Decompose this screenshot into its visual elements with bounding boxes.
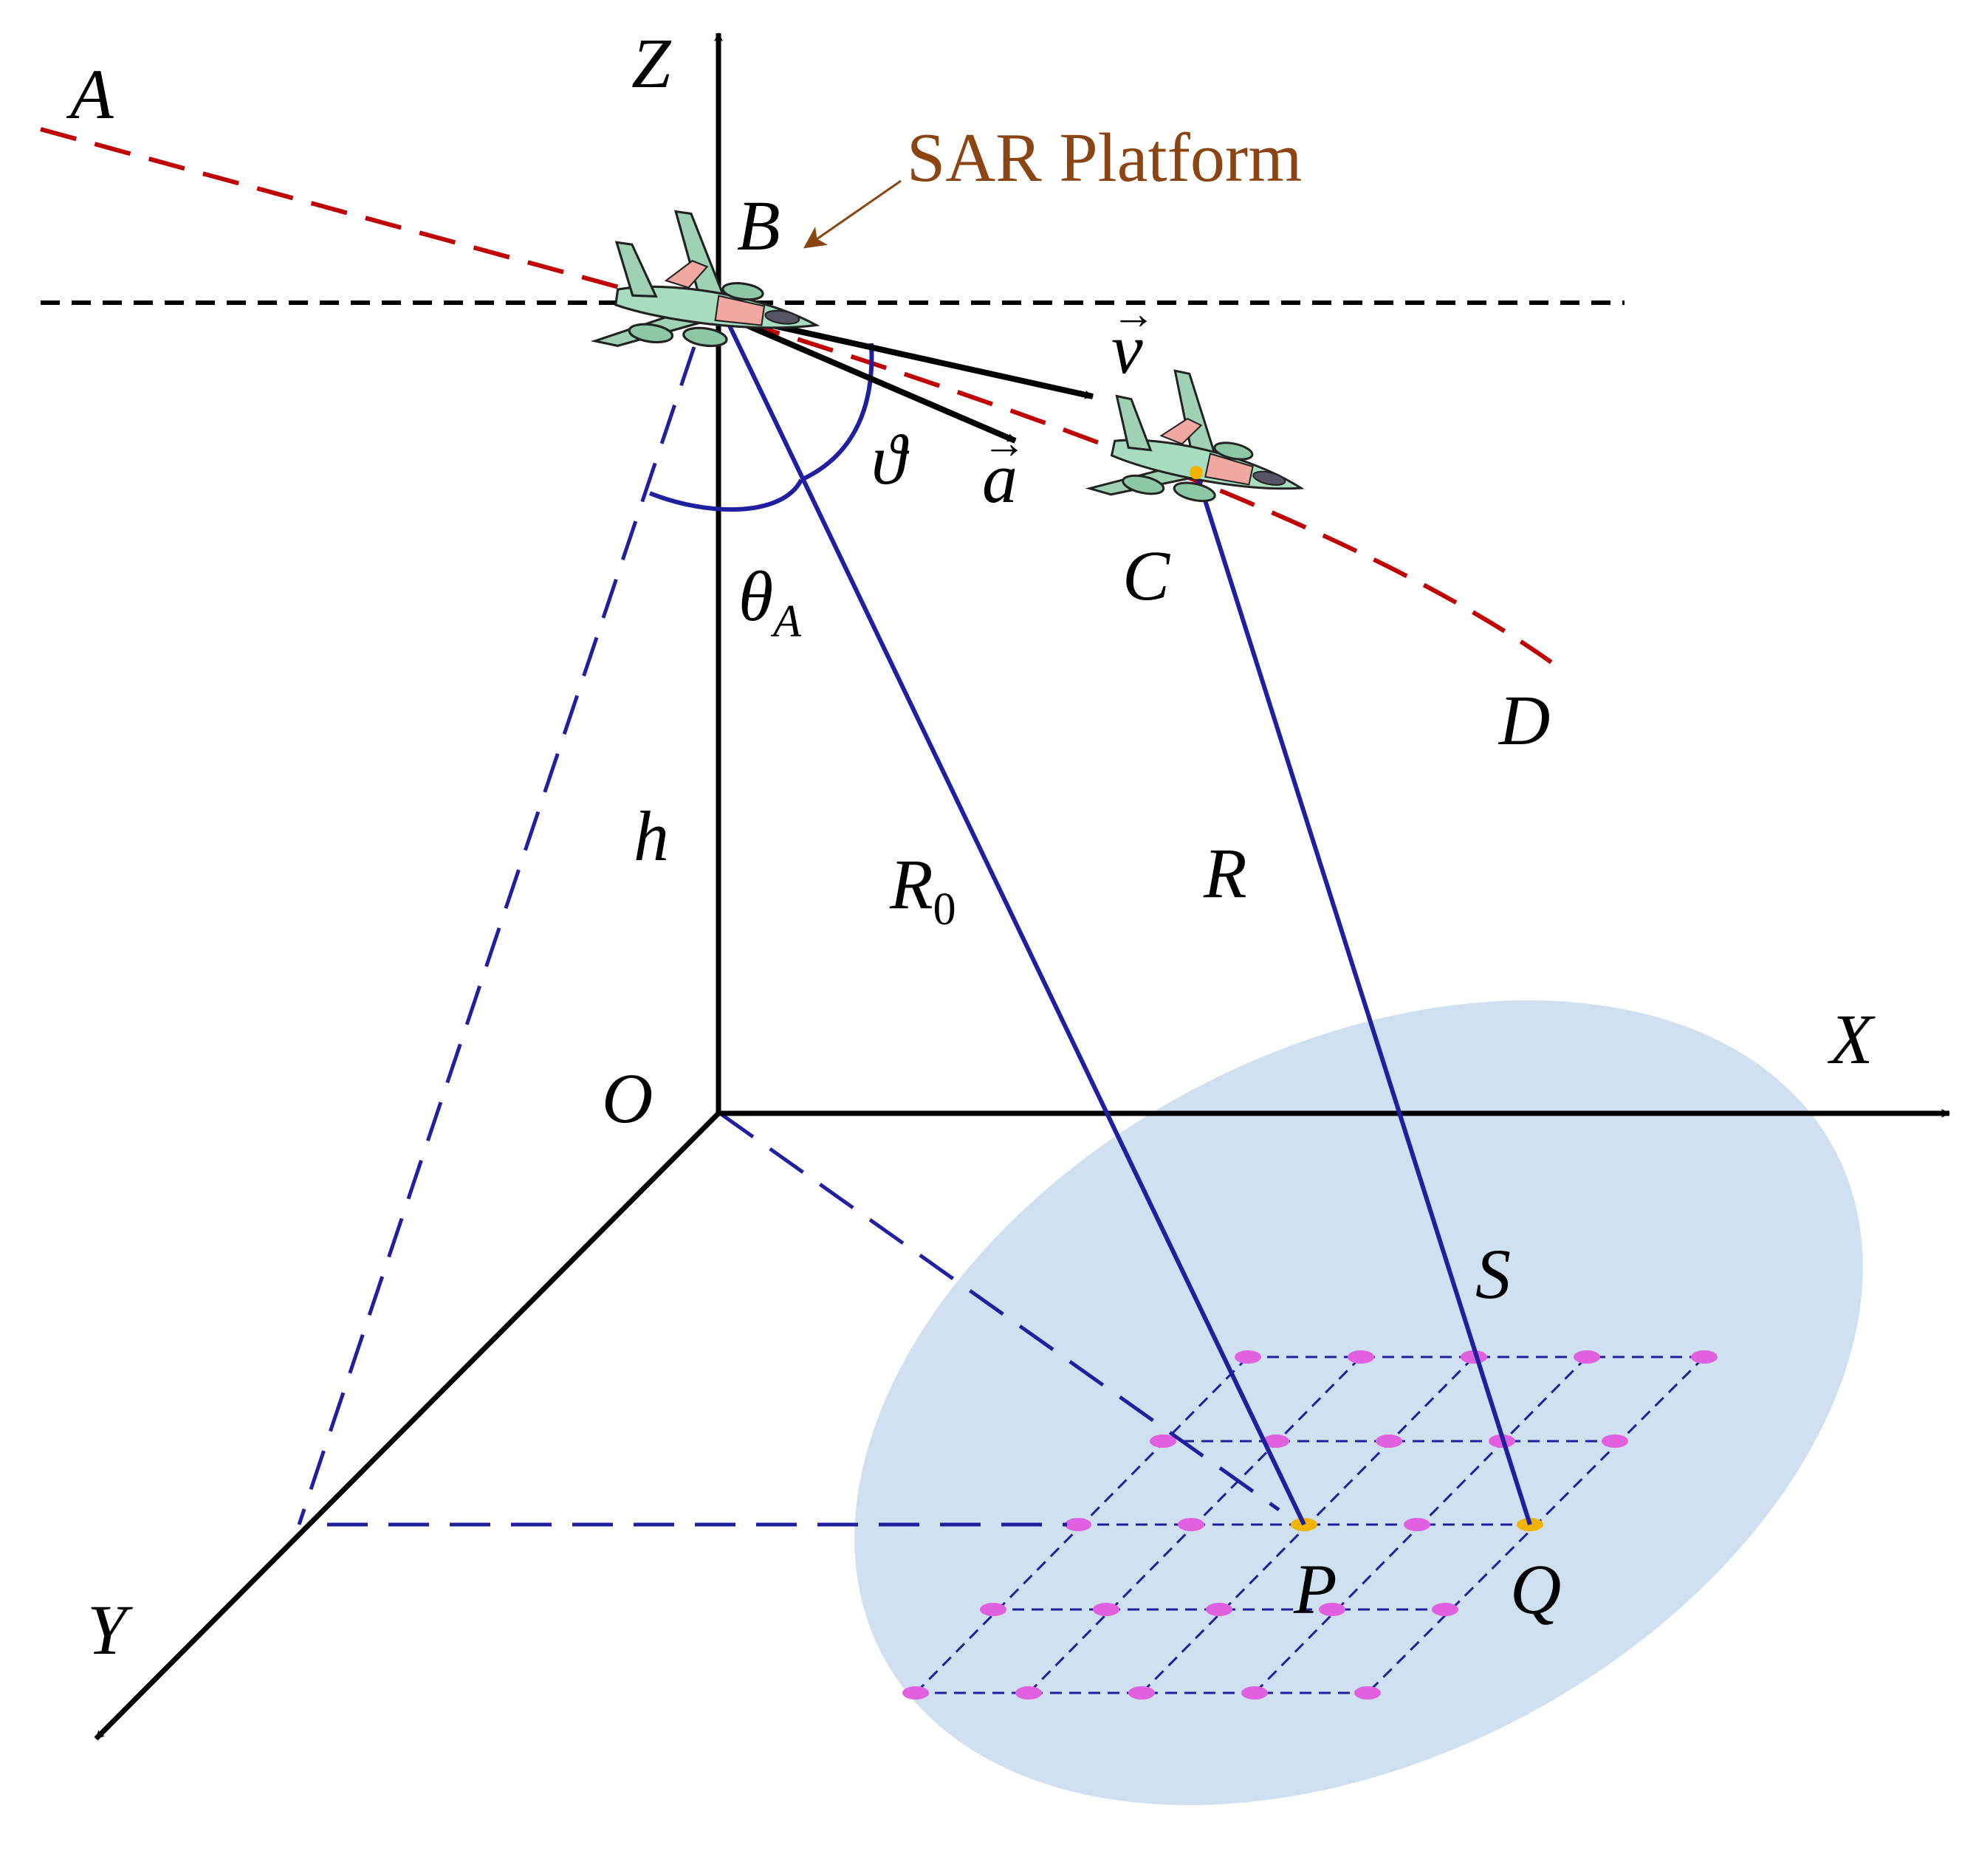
label-axis-x: X (1827, 1000, 1876, 1079)
vartheta-arc (800, 343, 874, 482)
range-line-r0 (716, 301, 1306, 1526)
y-axis (94, 1111, 721, 1741)
label-vartheta: ϑ (871, 420, 910, 499)
label-point-c: C (1122, 536, 1170, 615)
label-origin-o: O (602, 1059, 653, 1138)
acceleration-vector-arrow: → (982, 419, 1026, 467)
label-axis-z: Z (631, 24, 672, 103)
trajectory-curve (40, 127, 1556, 667)
label-sar-platform: SAR Platform (907, 120, 1302, 196)
label-point-p: P (1293, 1550, 1337, 1629)
range-line-r (1194, 472, 1532, 1525)
label-point-d: D (1498, 681, 1550, 760)
acceleration-vector (718, 311, 1017, 444)
label-axis-y: Y (87, 1590, 133, 1669)
label-theta-a: θA (738, 557, 802, 647)
projection-lines (297, 346, 1280, 1527)
label-height-h: h (634, 797, 669, 876)
label-point-a: A (66, 55, 114, 134)
platform-label-pointer (803, 179, 902, 249)
grid-points (902, 1350, 1718, 1700)
label-point-q: Q (1510, 1550, 1561, 1629)
platform-position-c (1190, 466, 1203, 479)
label-range-r0: R0 (889, 845, 956, 935)
theta-a-arc (648, 478, 803, 512)
axes (94, 32, 1950, 1741)
label-point-b: B (737, 186, 781, 265)
label-acceleration: a (982, 439, 1018, 518)
label-velocity: v (1111, 309, 1143, 388)
label-range-r: R (1203, 834, 1247, 913)
velocity-vector-arrow: → (1111, 289, 1156, 338)
label-scene-s: S (1475, 1234, 1511, 1313)
